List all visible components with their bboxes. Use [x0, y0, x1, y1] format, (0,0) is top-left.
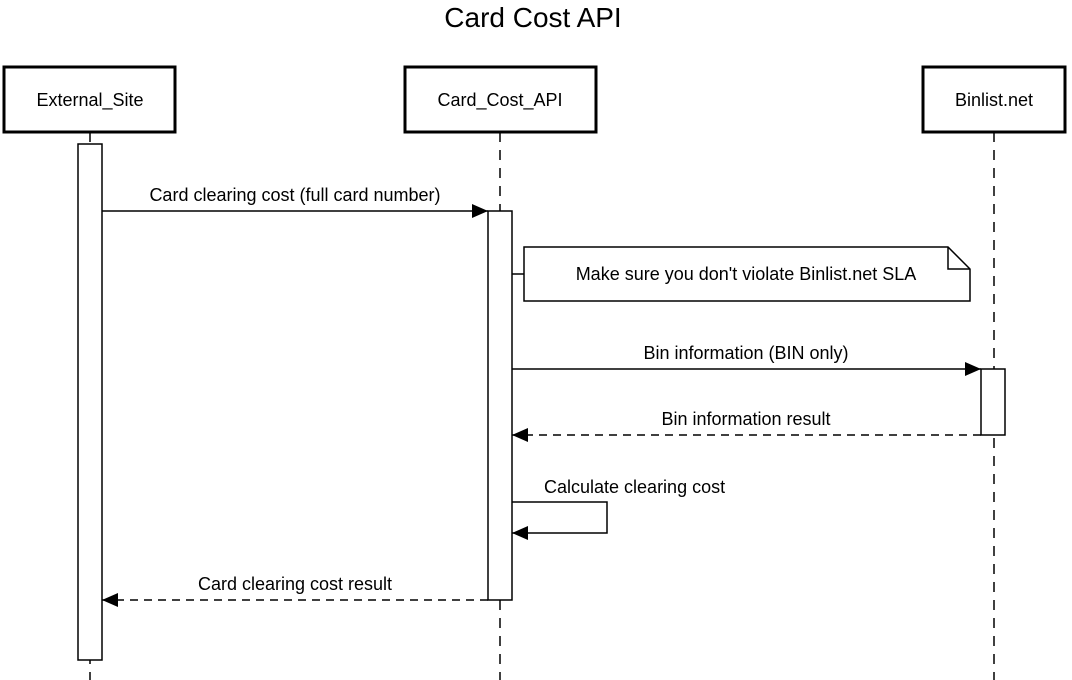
activation-card-cost-api [487, 210, 513, 601]
message-bin-information: Bin information (BIN only) [512, 343, 981, 376]
participant-external-site: External_Site [2, 65, 177, 134]
note-fold [947, 247, 970, 270]
note-box [523, 246, 971, 302]
message-card-clearing-cost: Card clearing cost (full card number) [102, 185, 488, 218]
message-label: Card clearing cost (full card number) [149, 185, 440, 205]
message-label: Calculate clearing cost [544, 477, 725, 497]
participant-label: Card_Cost_API [437, 90, 562, 111]
participant-label: External_Site [36, 90, 143, 111]
message-arrow [512, 501, 608, 540]
activation-binlist [980, 368, 1006, 436]
participant-label: Binlist.net [955, 90, 1033, 110]
message-label: Card clearing cost result [198, 574, 392, 594]
activation-external-site [77, 143, 103, 661]
message-calculate-clearing-cost: Calculate clearing cost [512, 477, 725, 540]
note-binlist-sla: Make sure you don't violate Binlist.net … [512, 246, 971, 302]
participant-binlist: Binlist.net [921, 65, 1067, 134]
message-label: Bin information (BIN only) [643, 343, 848, 363]
message-label: Bin information result [661, 409, 830, 429]
message-card-clearing-cost-result: Card clearing cost result [102, 574, 488, 607]
diagram-title: Card Cost API [444, 2, 621, 33]
note-label: Make sure you don't violate Binlist.net … [576, 264, 917, 284]
participant-card-cost-api: Card_Cost_API [403, 65, 598, 134]
message-bin-information-result: Bin information result [512, 409, 981, 442]
